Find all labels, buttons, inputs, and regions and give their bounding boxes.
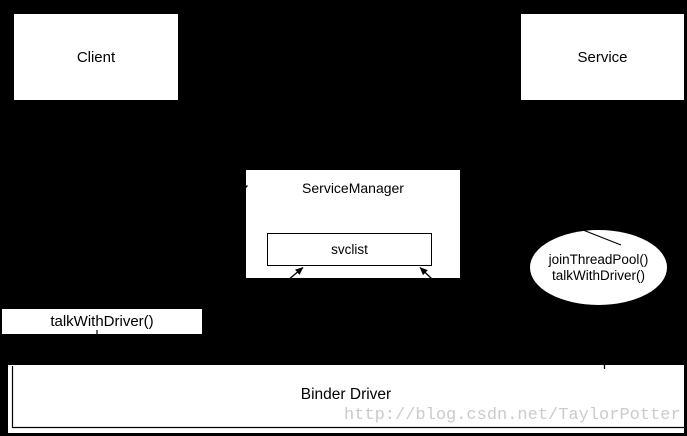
jointhreadpool-label: joinThreadPool() [548,251,649,267]
binder-driver-label: Binder Driver [300,386,392,403]
watermark-text: http://blog.csdn.net/TaylorPotter [344,406,681,425]
service-label: Service [577,48,628,66]
svclist-box: svclist [267,233,432,266]
servicemanager-label: ServiceManager [302,180,404,196]
service-box: Service [521,14,684,100]
client-box: Client [14,14,178,100]
talkwithdriver-callout-label: talkWithDriver() [552,267,645,283]
svclist-label: svclist [331,242,368,257]
talkwithdriver-label: talkWithDriver() [50,313,154,330]
binder-driver-box: Binder Driver http://blog.csdn.net/Taylo… [8,365,684,433]
talkwithdriver-label-box: talkWithDriver() [2,309,202,334]
client-label: Client [76,48,116,66]
service-callout-ellipse: joinThreadPool() talkWithDriver() [530,230,667,305]
